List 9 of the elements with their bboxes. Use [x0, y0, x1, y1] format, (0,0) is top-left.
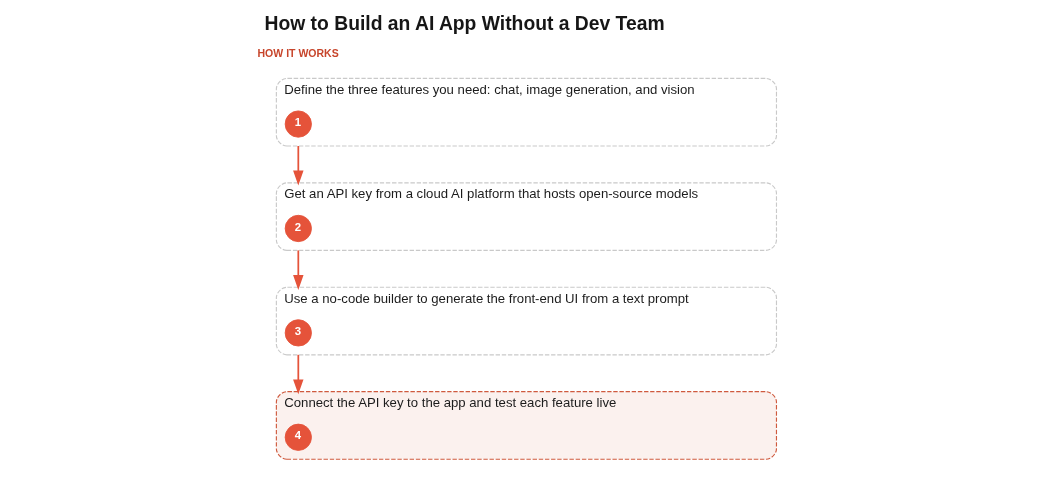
arrow: [292, 353, 304, 395]
node-circle: 1: [284, 110, 312, 138]
node-circle: 2: [284, 214, 312, 243]
label: HOW IT WORKS: [257, 47, 339, 60]
diagram-title: How to Build an AI App Without a Dev Team: [264, 12, 665, 34]
node-circle: 4: [284, 423, 312, 451]
arrow: [292, 249, 304, 290]
arrow: [292, 145, 304, 186]
node-circle: 3: [284, 319, 312, 347]
